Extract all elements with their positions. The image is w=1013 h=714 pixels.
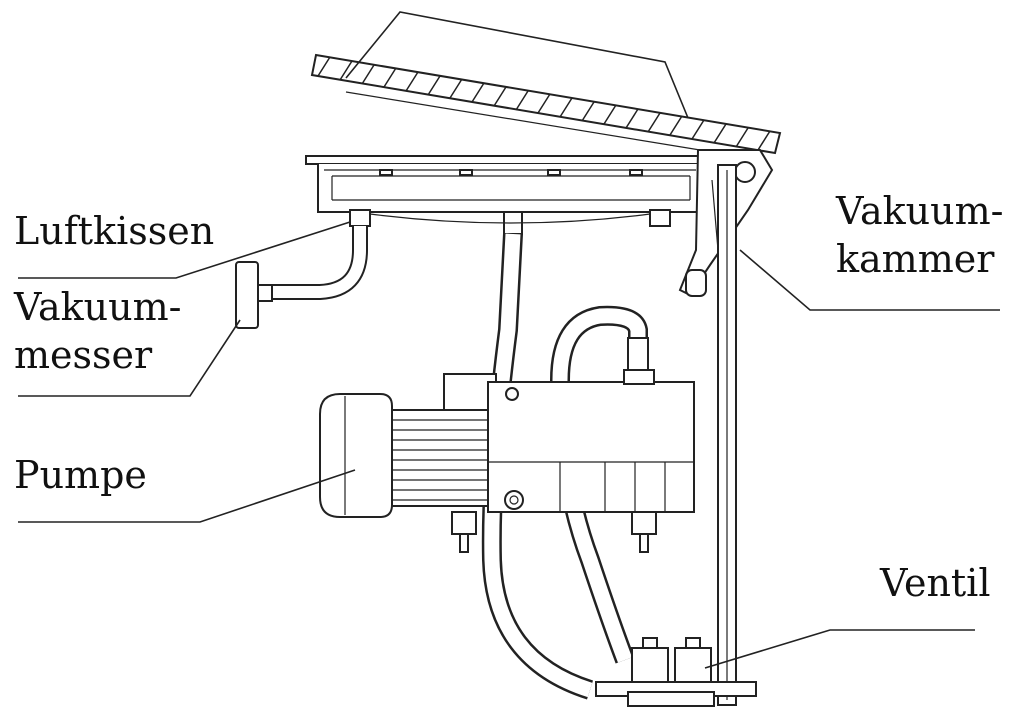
- leader-vakuummesser: [18, 319, 241, 397]
- vacuum-gauge: [235, 226, 368, 329]
- lid: [310, 11, 782, 155]
- support-post: [717, 164, 737, 706]
- label-vakuumkammer-line1: Vakuum-: [835, 189, 1003, 233]
- label-luftkissen: Luftkissen: [14, 209, 214, 253]
- label-vakuummesser-line1: Vakuum-: [13, 285, 181, 329]
- label-vakuummesser-line2: messer: [14, 333, 153, 377]
- label-ventil: Ventil: [879, 561, 991, 605]
- leader-ventil: [704, 629, 975, 669]
- lid-hatching: [317, 56, 771, 151]
- label-pumpe: Pumpe: [14, 453, 147, 497]
- vacuum-chamber: [305, 155, 711, 235]
- valve: [595, 637, 757, 707]
- leader-vakuumkammer: [739, 249, 1000, 311]
- labels: Luftkissen Vakuum- messer Pumpe Vakuum- …: [13, 189, 1003, 605]
- leader-pumpe: [18, 469, 356, 523]
- motor-cooling-fins: [392, 419, 488, 501]
- leader-lines: [18, 221, 1000, 669]
- pump: [319, 337, 695, 553]
- label-vakuumkammer-line2: kammer: [836, 237, 995, 281]
- leader-luftkissen: [18, 221, 351, 279]
